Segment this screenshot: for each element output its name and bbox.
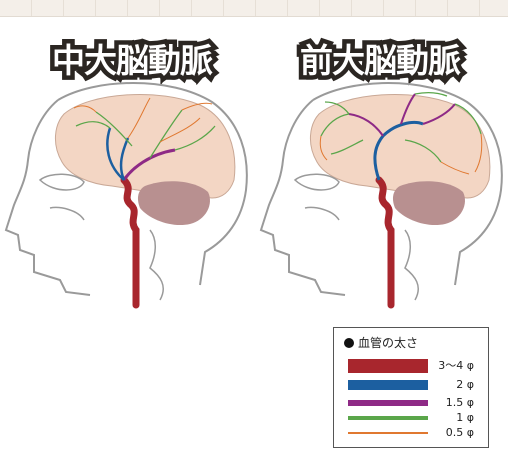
legend-label: 1 φ [456,411,474,425]
internal-carotid-artery [124,180,136,305]
swatch-1-5 [348,400,428,406]
cerebellum [138,181,210,225]
legend-label: 1.5 φ [446,396,474,410]
spine [405,230,418,300]
legend-row: 2 φ [348,378,488,392]
brain [310,94,489,198]
title-anterior-cerebral-artery: 前大脳動脈 [300,34,460,82]
legend-label: 2 φ [456,378,474,392]
swatch-3-4 [348,359,428,373]
head-diagram-middle-cerebral [0,80,250,310]
orbit [40,174,84,190]
legend-row: 0.5 φ [348,426,488,440]
legend-row: 3～4 φ [348,359,488,373]
legend-label: 3～4 φ [438,359,474,373]
spine [150,230,163,300]
legend-row: 1.5 φ [348,396,488,410]
legend-row: 1 φ [348,411,488,425]
head-diagram-anterior-cerebral [255,80,505,310]
vessel-thickness-legend: 血管の太さ 3～4 φ 2 φ 1.5 φ 1 φ 0.5 φ [333,327,489,448]
swatch-1 [348,416,428,420]
cheekbone [305,208,339,221]
legend-title-text: 血管の太さ [358,336,418,350]
internal-carotid-artery [379,180,391,305]
swatch-0-5 [348,432,428,434]
top-grid-strip [0,0,508,17]
cheekbone [50,208,84,221]
legend-label: 0.5 φ [446,426,474,440]
legend-title: 血管の太さ [344,334,418,351]
orbit [295,174,339,190]
swatch-2 [348,380,428,390]
title-middle-cerebral-artery: 中大脳動脈 [52,34,212,82]
cerebellum [393,181,465,225]
brain [55,94,234,198]
bullet-icon [344,338,354,348]
